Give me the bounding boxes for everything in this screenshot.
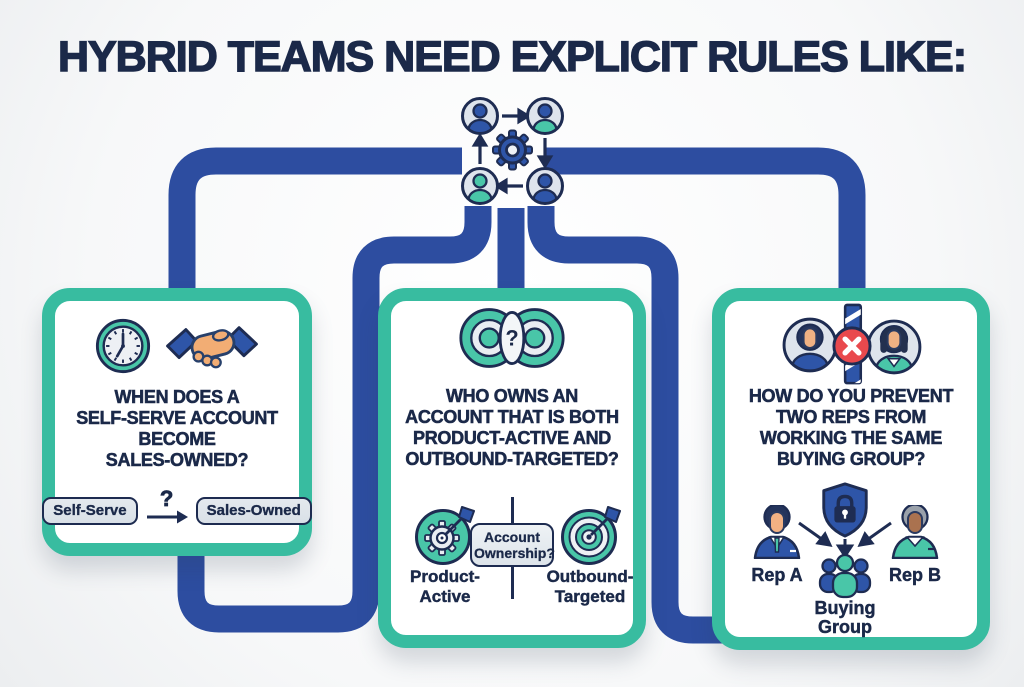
card-question-right: HOW DO YOU PREVENT TWO REPS FROM WORKING… xyxy=(748,386,954,470)
card-buying-group: HOW DO YOU PREVENT TWO REPS FROM WORKING… xyxy=(712,288,990,650)
pipe-left-top xyxy=(168,147,462,300)
avatar-top-left xyxy=(461,97,499,135)
rep-male-avatar xyxy=(782,317,838,373)
rep-b-avatar xyxy=(891,505,939,559)
right-arrow-icon xyxy=(146,510,188,524)
card-account-ownership: ? WHO OWNS AN ACCOUNT THAT IS BOTH PRODU… xyxy=(378,288,646,648)
rep-a-label: Rep A xyxy=(751,565,803,585)
card-self-serve: WHEN DOES A SELF-SERVE ACCOUNT BECOME SA… xyxy=(42,288,312,556)
sales-owned-pill: Sales-Owned xyxy=(195,497,312,525)
pipe-right-loop xyxy=(527,206,760,644)
clock-icon xyxy=(95,318,151,374)
no-entry-x-icon xyxy=(832,326,872,366)
avatar-bottom-right xyxy=(526,167,564,205)
team-workflow-gear-icon xyxy=(461,97,564,205)
self-serve-flow: Self-Serve ? Sales-Owned xyxy=(42,469,312,525)
handshake-icon xyxy=(166,326,258,369)
assignment-arrows xyxy=(798,521,892,559)
gear-dart-icon xyxy=(415,506,475,565)
card-question-middle: WHO OWNS AN ACCOUNT THAT IS BOTH PRODUCT… xyxy=(405,386,620,470)
outbound-targeted-label: Outbound- Targeted xyxy=(546,567,634,606)
avatar-top-right xyxy=(526,97,564,135)
shield-lock-icon xyxy=(822,482,868,538)
overlapping-rings-question-icon: ? xyxy=(459,308,565,368)
pipe-right-top xyxy=(546,147,866,300)
two-reps-conflict-icon xyxy=(782,303,922,385)
card-question-left: WHEN DOES A SELF-SERVE ACCOUNT BECOME SA… xyxy=(76,387,278,471)
buying-group-label: Buying Group xyxy=(814,598,876,637)
pipe-left-loop xyxy=(177,206,492,633)
self-serve-pill: Self-Serve xyxy=(42,497,138,525)
product-active-label: Product- Active xyxy=(410,567,480,606)
question-mark: ? xyxy=(159,486,174,511)
rep-a-avatar xyxy=(753,505,801,559)
account-ownership-box: Account Ownership? xyxy=(470,523,555,567)
avatar-bottom-left xyxy=(461,167,499,205)
gear-icon xyxy=(492,129,533,171)
target-dart-icon xyxy=(561,506,621,565)
rep-female-avatar xyxy=(866,319,922,375)
buying-group-icon xyxy=(818,553,872,599)
rep-b-label: Rep B xyxy=(888,565,941,585)
svg-text:?: ? xyxy=(505,326,518,351)
page-title: HYBRID TEAMS NEED EXPLICIT RULES LIKE: xyxy=(57,32,967,81)
